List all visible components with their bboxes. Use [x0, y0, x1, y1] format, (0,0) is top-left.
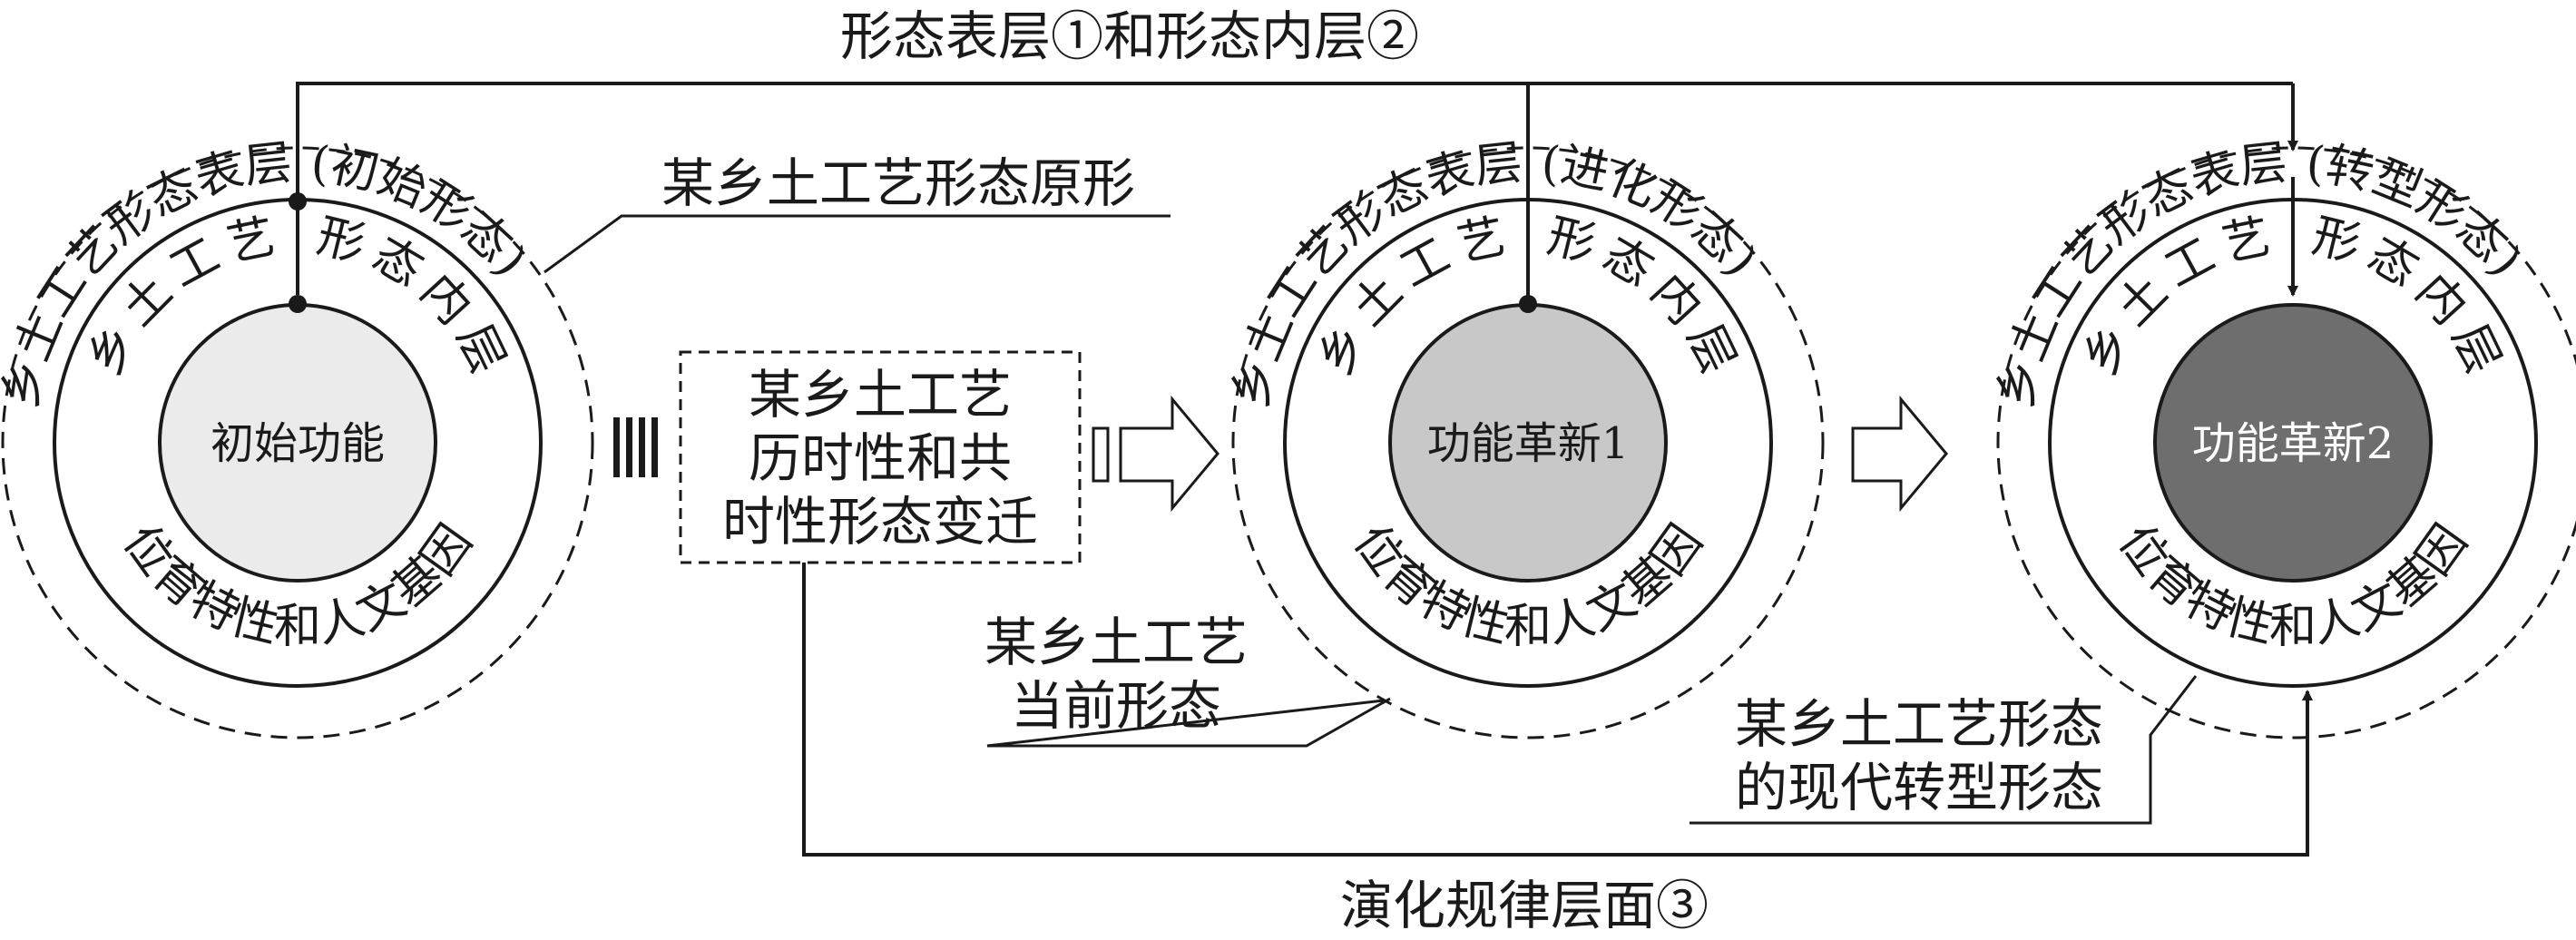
outer-dashed-ring [1996, 146, 2576, 739]
callout-current-form-line [986, 697, 1391, 748]
original-form-label: 某乡土工艺形态原形 [661, 152, 1135, 214]
hollow-arrow [1092, 395, 1219, 513]
outer-dashed-ring [1231, 146, 1825, 739]
connector-bottom-line [802, 561, 2313, 857]
modern-form-label-line-2: 的现代转型形态 [1735, 757, 2103, 818]
circle-group-evolved: 功能革新1 乡土工艺形态表层 (进化形态) 乡土工艺 形态内层 位育特性和人文基… [1223, 135, 1825, 739]
change-box-line-2: 历时性和共 [749, 427, 1012, 489]
connector-top-line [296, 82, 2293, 295]
core-circle [2153, 303, 2433, 583]
modern-form-label-line-1: 某乡土工艺形态 [1735, 693, 2103, 755]
inner-ring [2048, 198, 2538, 688]
hollow-arrow [1851, 395, 1948, 513]
current-form-label-line-2: 当前形态 [1011, 675, 1221, 737]
junction-dot [289, 295, 307, 313]
junction-dot [1519, 295, 1537, 313]
circle-group-transformed: 功能革新2 乡土工艺形态表层 (转型形态) 乡土工艺 形态内层 位育特性和人文基… [1988, 135, 2576, 739]
core-label: 功能革新2 [2192, 418, 2395, 469]
junction-dot [289, 192, 307, 211]
change-box-line-1: 某乡土工艺 [749, 364, 1012, 426]
core-label: 功能革新1 [1427, 418, 1630, 469]
outer-dashed-ring [1, 146, 594, 739]
title-top: 形态表层①和形态内层② [840, 5, 1419, 67]
callout-modern-form-line [1690, 675, 2198, 825]
change-box-line-3: 时性形态变迁 [722, 491, 1038, 553]
change-box [679, 350, 1082, 564]
title-bottom: 演化规律层面③ [1340, 875, 1709, 936]
core-label: 初始功能 [211, 418, 385, 469]
current-form-label-line-1: 某乡土工艺 [984, 612, 1248, 673]
equivalence-symbol [613, 417, 658, 477]
inner-ring [1283, 198, 1773, 688]
callout-original-form-line [544, 214, 1170, 274]
